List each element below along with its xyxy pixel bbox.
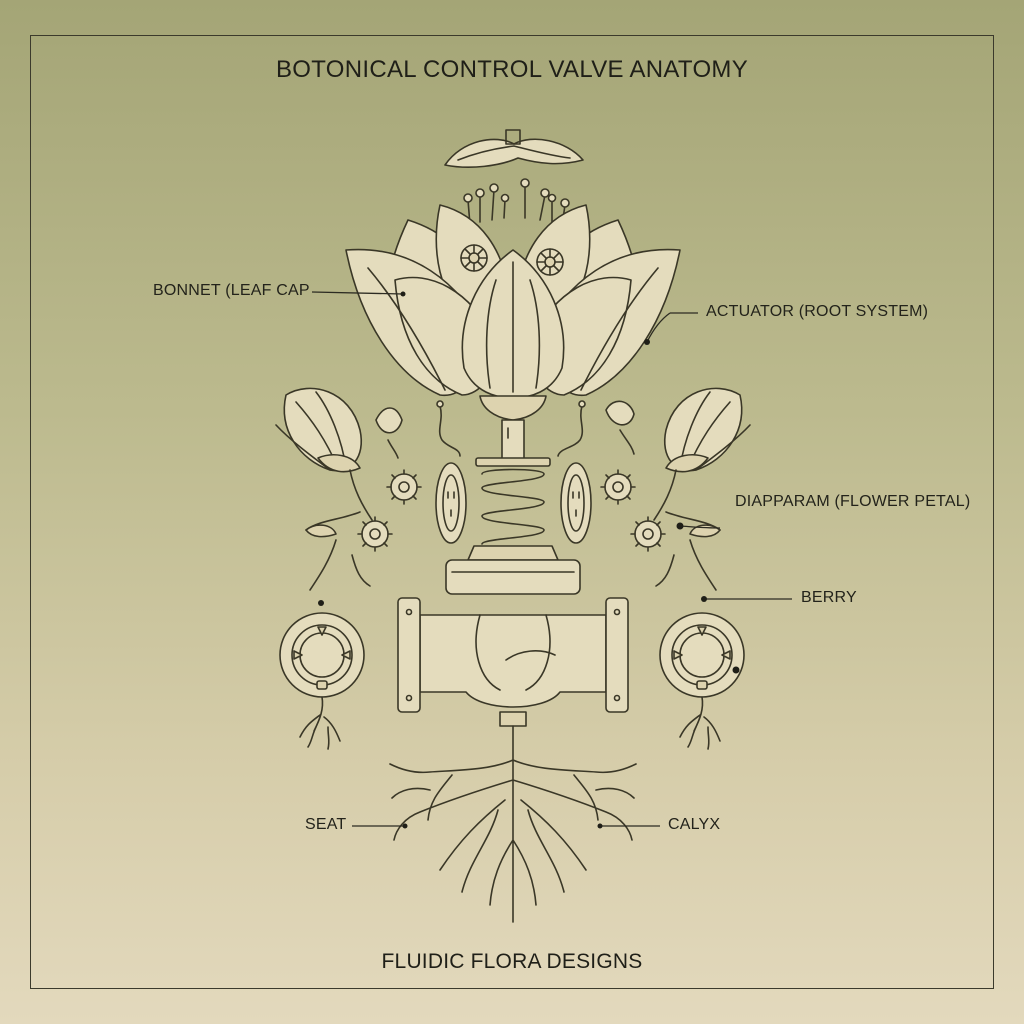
diagram-title: BOTONICAL CONTROL VALVE ANATOMY bbox=[275, 56, 749, 83]
border-frame bbox=[30, 35, 994, 989]
spring-stem-icon bbox=[467, 419, 559, 561]
stamens bbox=[463, 178, 570, 227]
lotus-flower-icon bbox=[345, 204, 681, 421]
right-flange-icon bbox=[659, 612, 745, 750]
label-calyx: CALYX bbox=[668, 816, 721, 833]
label-diaphragm: DIAPPARAM (FLOWER PETAL) bbox=[735, 493, 971, 510]
label-actuator: ACTUATOR (ROOT SYSTEM) bbox=[706, 303, 929, 320]
right-blossom-icon bbox=[557, 387, 751, 591]
leader-lines bbox=[311, 291, 792, 829]
left-flange-icon bbox=[279, 612, 365, 750]
footer-brand: FLUIDIC FLORA DESIGNS bbox=[381, 950, 643, 973]
label-berry: BERRY bbox=[801, 589, 857, 606]
diaphragm-discs bbox=[435, 462, 592, 544]
left-blossom-icon bbox=[275, 387, 461, 591]
leaf-cap-icon bbox=[444, 129, 584, 168]
label-seat: SEAT bbox=[305, 816, 347, 833]
valve-body-icon bbox=[397, 559, 629, 727]
root-system-icon bbox=[389, 725, 637, 923]
label-bonnet: BONNET (LEAF CAP bbox=[153, 282, 310, 299]
